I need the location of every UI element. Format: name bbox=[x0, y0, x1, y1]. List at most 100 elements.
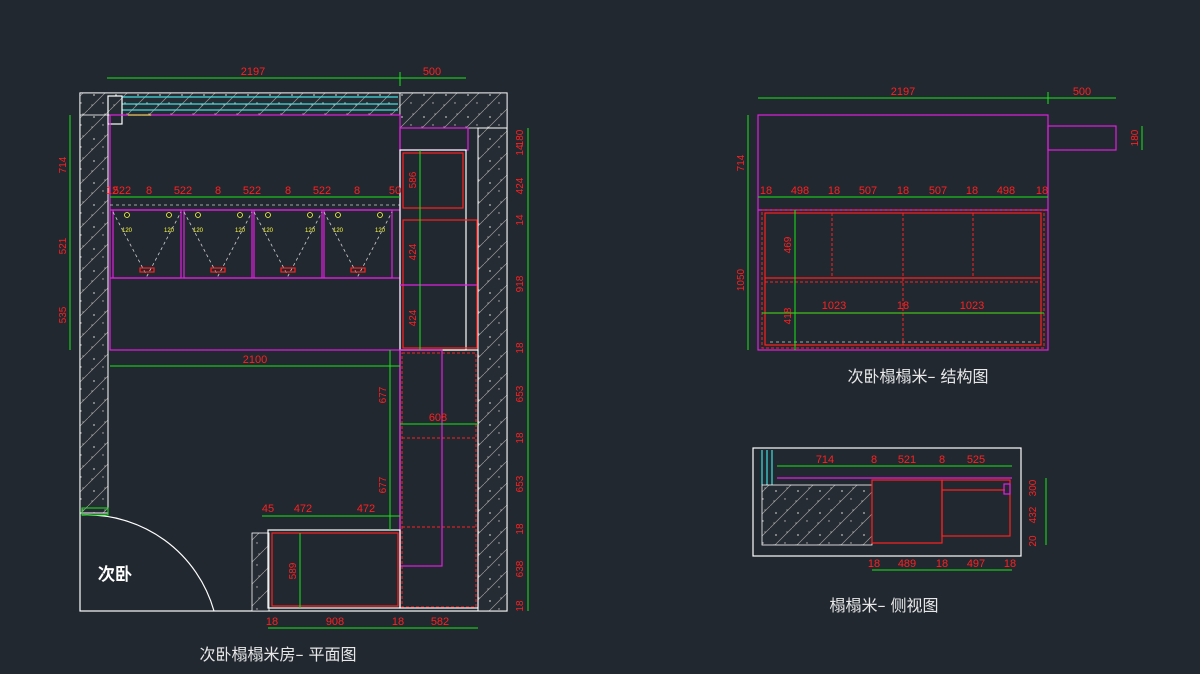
drawer-label: 120 bbox=[375, 228, 386, 234]
plan-tall-dim-3: 424 bbox=[408, 309, 419, 326]
drawer-door-swing bbox=[112, 211, 182, 277]
drawer-knob bbox=[195, 212, 201, 218]
structure-side-box bbox=[1047, 125, 1117, 151]
plan-cab-dim-3: 677 bbox=[378, 476, 389, 493]
side-view-frame bbox=[752, 447, 1022, 557]
plan-bottom-row-dim-1: 45 bbox=[262, 503, 274, 515]
plan-row-dim: 12 bbox=[106, 185, 118, 197]
drawer-label: 120 bbox=[235, 228, 246, 234]
structure-left-dim-2: 1050 bbox=[736, 268, 747, 291]
tall-cabinet-top bbox=[402, 152, 464, 209]
side-top-dim-5: 525 bbox=[967, 454, 985, 466]
drawer-knob bbox=[307, 212, 313, 218]
structure-row-dim: 18 bbox=[760, 185, 772, 197]
structure-row-dim: 18 bbox=[966, 185, 978, 197]
side-bottom-dim-3: 18 bbox=[936, 558, 948, 570]
structure-caption: 次卧榻榻米– 结构图 bbox=[847, 367, 988, 386]
plan-tall-dim-1: 586 bbox=[408, 171, 419, 188]
drawer-knob bbox=[166, 212, 172, 218]
plan-right-dim: 638 bbox=[515, 560, 526, 577]
drawer-label: 120 bbox=[333, 228, 344, 234]
plan-row-dim: 522 bbox=[243, 185, 261, 197]
plan-bottom-row-dim-2: 472 bbox=[294, 503, 312, 515]
structure-row-dim: 18 bbox=[828, 185, 840, 197]
structure-top-dim-2: 500 bbox=[1073, 86, 1091, 98]
plan-right-dim: 653 bbox=[515, 385, 526, 402]
drawer-unit bbox=[112, 209, 182, 279]
drawer-label: 120 bbox=[263, 228, 274, 234]
plan-right-dim: 18 bbox=[515, 342, 526, 354]
left-wall bbox=[79, 92, 109, 514]
window-frame bbox=[107, 95, 123, 125]
plan-left-dim-3: 535 bbox=[58, 306, 69, 323]
structure-mid-dim-1: 1023 bbox=[822, 300, 846, 312]
plan-bottom-dim-3: 18 bbox=[392, 616, 404, 628]
plan-right-dim: 14 bbox=[515, 214, 526, 226]
plan-bottom-dim-1: 18 bbox=[266, 616, 278, 628]
plan-row-dim: 8 bbox=[354, 185, 360, 197]
side-bottom-dim-1: 18 bbox=[868, 558, 880, 570]
side-bottom-dim-2: 489 bbox=[898, 558, 916, 570]
drawer-knob bbox=[124, 212, 130, 218]
drawer-knob bbox=[265, 212, 271, 218]
side-bottom-dim-5: 18 bbox=[1004, 558, 1016, 570]
bottom-wall bbox=[251, 532, 270, 612]
right-wall bbox=[477, 127, 508, 612]
structure-row-dim: 18 bbox=[1036, 185, 1048, 197]
tatami-outline bbox=[109, 114, 401, 351]
side-right-dim-1: 300 bbox=[1028, 479, 1039, 496]
structure-row-dim: 498 bbox=[997, 185, 1015, 197]
plan-bottom-dim-2: 908 bbox=[326, 616, 344, 628]
plan-caption: 次卧榻榻米房– 平面图 bbox=[199, 645, 356, 664]
drawer-door-swing bbox=[253, 211, 323, 277]
plan-top-dim-2: 500 bbox=[423, 66, 441, 78]
bottom-cabinet-inner bbox=[271, 532, 399, 607]
structure-left-dim-1: 714 bbox=[736, 154, 747, 171]
structure-inner-dim-1: 469 bbox=[783, 236, 794, 253]
drawer-knob bbox=[237, 212, 243, 218]
drawer-knob bbox=[335, 212, 341, 218]
plan-left-dim-1: 714 bbox=[58, 156, 69, 173]
drawer-handle bbox=[139, 267, 155, 273]
plan-row-dim: 8 bbox=[215, 185, 221, 197]
side-top-dim-2: 8 bbox=[871, 454, 877, 466]
side-right-dim-3: 20 bbox=[1028, 535, 1039, 547]
side-bottom-dim-4: 497 bbox=[967, 558, 985, 570]
lower-cabinet bbox=[399, 349, 479, 609]
structure-right-dim: 180 bbox=[1130, 129, 1141, 146]
side-wall bbox=[761, 484, 873, 546]
drawer-door-swing bbox=[183, 211, 253, 277]
drawer-label: 120 bbox=[305, 228, 316, 234]
plan-left-dim-2: 521 bbox=[58, 237, 69, 254]
plan-right-dim: 424 bbox=[515, 177, 526, 194]
structure-outline bbox=[757, 114, 1049, 351]
structure-row-dim: 18 bbox=[897, 185, 909, 197]
side-top-dim-4: 8 bbox=[939, 454, 945, 466]
plan-bottom-row-dim-3: 472 bbox=[357, 503, 375, 515]
plan-small-dim: 589 bbox=[288, 562, 299, 579]
plan-row-dim: 522 bbox=[313, 185, 331, 197]
plan-top-dim-1: 2197 bbox=[241, 66, 265, 78]
structure-mid-dim-3: 1023 bbox=[960, 300, 984, 312]
plan-right-dim: 18 bbox=[515, 600, 526, 612]
bottom-cabinet bbox=[267, 529, 401, 609]
plan-row-dim: 50 bbox=[389, 185, 401, 197]
side-top-dim-3: 521 bbox=[898, 454, 916, 466]
structure-row-dim: 507 bbox=[929, 185, 947, 197]
plan-right-dim: 180 bbox=[515, 129, 526, 146]
plan-cab-dim-2: 608 bbox=[429, 412, 447, 424]
drawer-label: 120 bbox=[122, 228, 133, 234]
drawer-unit bbox=[253, 209, 323, 279]
lower-panel bbox=[399, 349, 443, 567]
drawer-label: 120 bbox=[164, 228, 175, 234]
plan-right-dim: 18 bbox=[515, 432, 526, 444]
plan-row-dim: 522 bbox=[174, 185, 192, 197]
side-view: 714 8 521 8 525 300 432 20 18 489 18 497… bbox=[752, 447, 1047, 615]
structure-top-dim-1: 2197 bbox=[891, 86, 915, 98]
side-top-dim-1: 714 bbox=[816, 454, 834, 466]
tiny-note: ▔▔▔▔▔ bbox=[127, 114, 151, 122]
tall-cabinet-body bbox=[402, 219, 478, 349]
